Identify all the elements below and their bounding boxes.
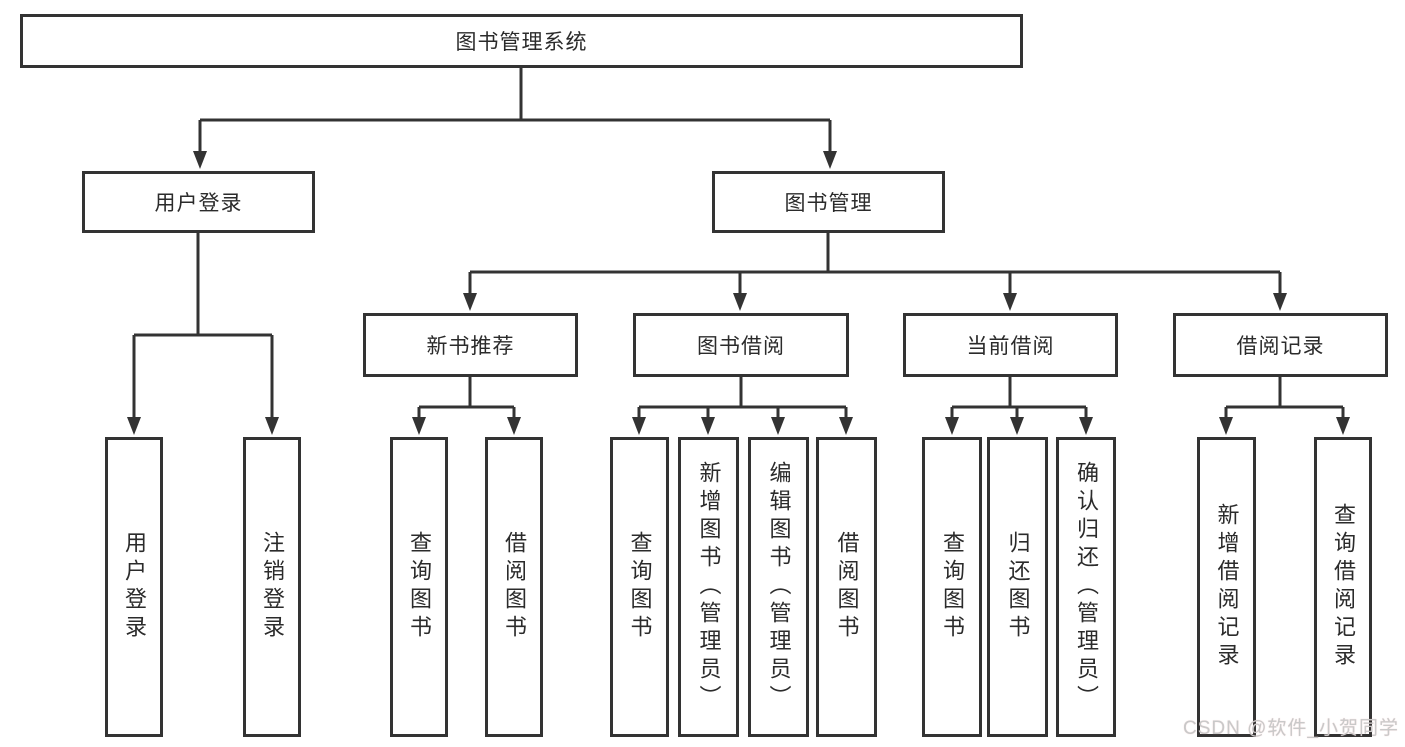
leaf-query-borrow-record: 查询借阅记录: [1314, 437, 1372, 737]
leaf-query-books-2: 查询图书: [610, 437, 669, 737]
node-user-login: 用户登录: [82, 171, 315, 233]
node-new-book-recommendation: 新书推荐: [363, 313, 578, 377]
node-book-management: 图书管理: [712, 171, 945, 233]
leaf-query-books-3: 查询图书: [922, 437, 982, 737]
leaf-confirm-return-admin: 确认归还（管理员）: [1056, 437, 1116, 737]
node-book-borrowing: 图书借阅: [633, 313, 849, 377]
leaf-return-book: 归还图书: [987, 437, 1048, 737]
leaf-add-book-admin: 新增图书（管理员）: [678, 437, 739, 737]
leaf-edit-book-admin: 编辑图书（管理员）: [748, 437, 809, 737]
leaf-query-books-1: 查询图书: [390, 437, 448, 737]
node-current-borrowing: 当前借阅: [903, 313, 1118, 377]
csdn-watermark: CSDN @软件_小贺同学: [1183, 718, 1399, 739]
leaf-borrow-books-2: 借阅图书: [816, 437, 877, 737]
leaf-user-login: 用户登录: [105, 437, 163, 737]
node-library-system: 图书管理系统: [20, 14, 1023, 68]
leaf-add-borrow-record: 新增借阅记录: [1197, 437, 1256, 737]
leaf-logout: 注销登录: [243, 437, 301, 737]
leaf-borrow-books-1: 借阅图书: [485, 437, 543, 737]
node-borrowing-records: 借阅记录: [1173, 313, 1388, 377]
